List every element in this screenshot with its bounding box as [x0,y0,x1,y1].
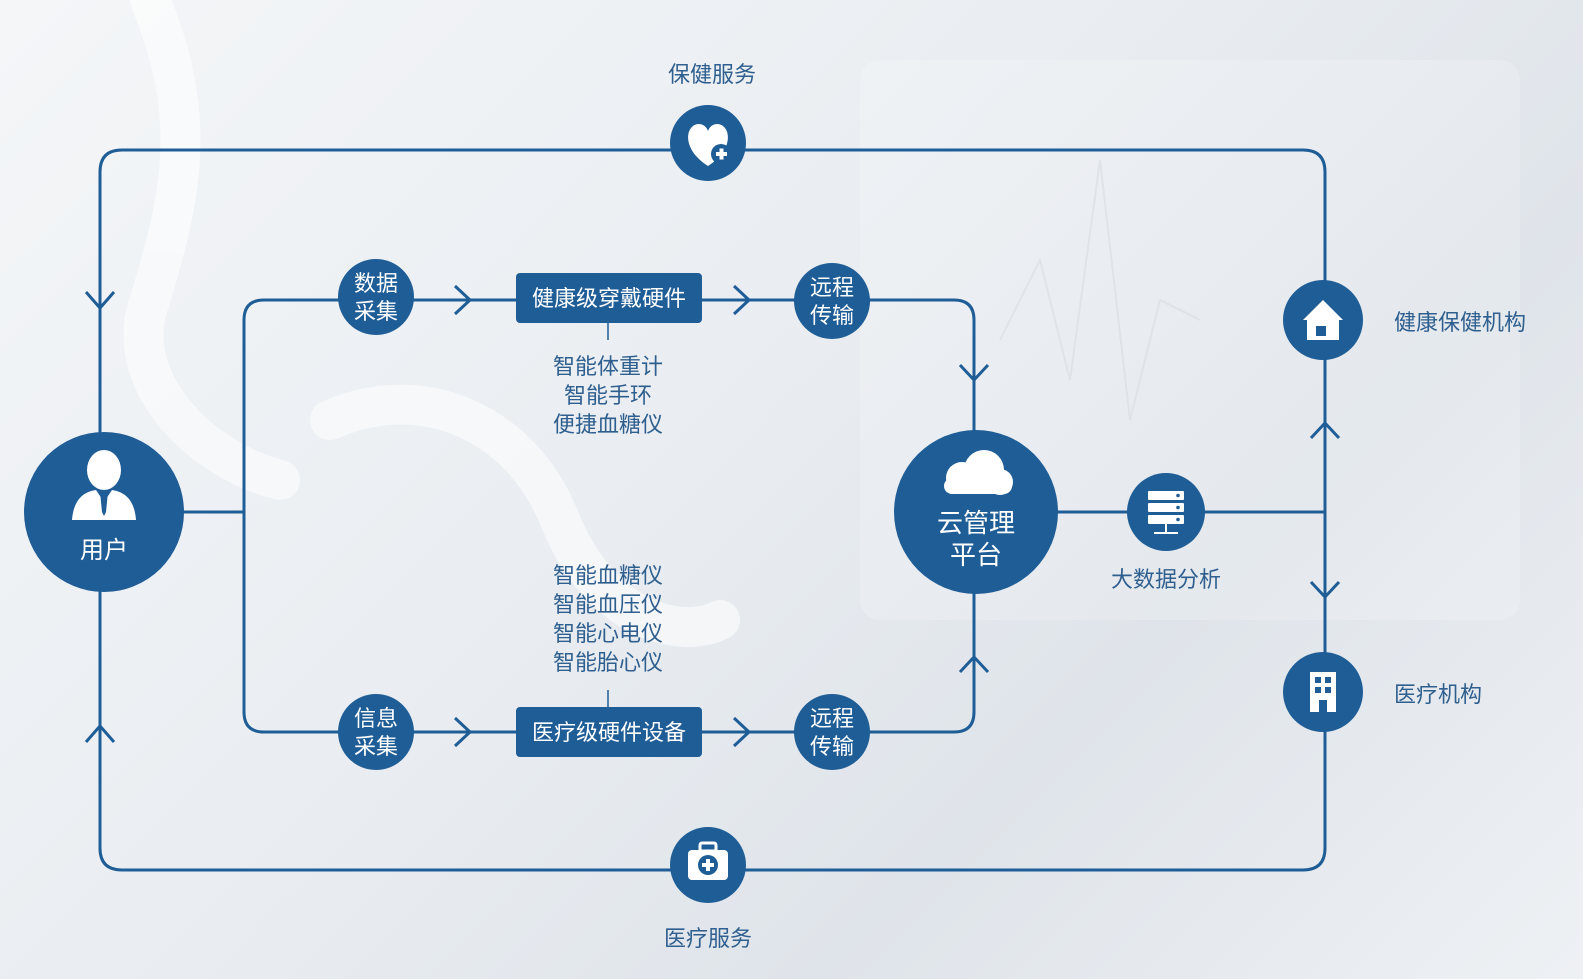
data-collect-label-2: 采集 [354,300,398,325]
remote-bottom-label-2: 传输 [810,735,854,760]
health-service-label: 保健服务 [668,63,756,88]
medical-item: 智能血糖仪 [553,564,663,589]
bigdata-label: 大数据分析 [1111,568,1221,593]
medical-org-label: 医疗机构 [1394,683,1482,708]
wearable-hardware-label: 健康级穿戴硬件 [532,287,686,312]
arrow-up-right [1309,421,1341,440]
medical-hardware-box [516,707,702,757]
remote-top-label-2: 传输 [810,304,854,329]
user-icon [72,450,136,520]
remote-transmission-top-node [794,263,870,339]
arrow-down-right [1309,580,1341,599]
remote-top-label-1: 远程 [810,276,854,301]
wearable-hardware-box [516,273,702,323]
outer-loop [98,148,1327,872]
info-collect-label-1: 信息 [354,707,398,732]
medical-item: 智能胎心仪 [553,651,663,676]
server-icon [1148,491,1184,534]
arrow-right-3 [453,716,472,748]
medical-service-label: 医疗服务 [664,927,752,952]
data-collect-node [338,259,414,335]
cloud-label-2: 平台 [950,541,1002,571]
cloud-label-1: 云管理 [937,509,1015,539]
hospital-building-icon [1310,672,1336,712]
arrow-up-cloud [958,655,990,674]
remote-bottom-label-1: 远程 [810,707,854,732]
wearable-item: 智能体重计 [553,355,663,380]
wearable-item: 便捷血糖仪 [553,413,663,438]
medical-item: 智能血压仪 [553,593,663,618]
arrow-down-cloud [958,363,990,382]
info-collect-node [338,694,414,770]
arrow-right-1 [453,284,472,316]
arrow-down-left [84,291,116,310]
arrow-right-2 [732,284,751,316]
wearable-item: 智能手环 [564,384,652,409]
user-label: 用户 [80,536,128,564]
arrow-right-4 [732,716,751,748]
arrow-up-left [84,724,116,743]
medical-kit-icon [688,841,728,880]
medical-item: 智能心电仪 [553,622,663,647]
heart-plus-icon [688,124,731,166]
info-collect-label-2: 采集 [354,735,398,760]
data-collect-label-1: 数据 [354,272,398,297]
remote-transmission-bottom-node [794,694,870,770]
connector-lines [84,148,1341,872]
cloud-platform-node [894,430,1058,594]
health-org-label: 健康保健机构 [1394,311,1526,336]
cloud-icon [944,450,1013,495]
medical-hardware-label: 医疗级硬件设备 [532,721,686,746]
house-icon [1303,300,1343,340]
